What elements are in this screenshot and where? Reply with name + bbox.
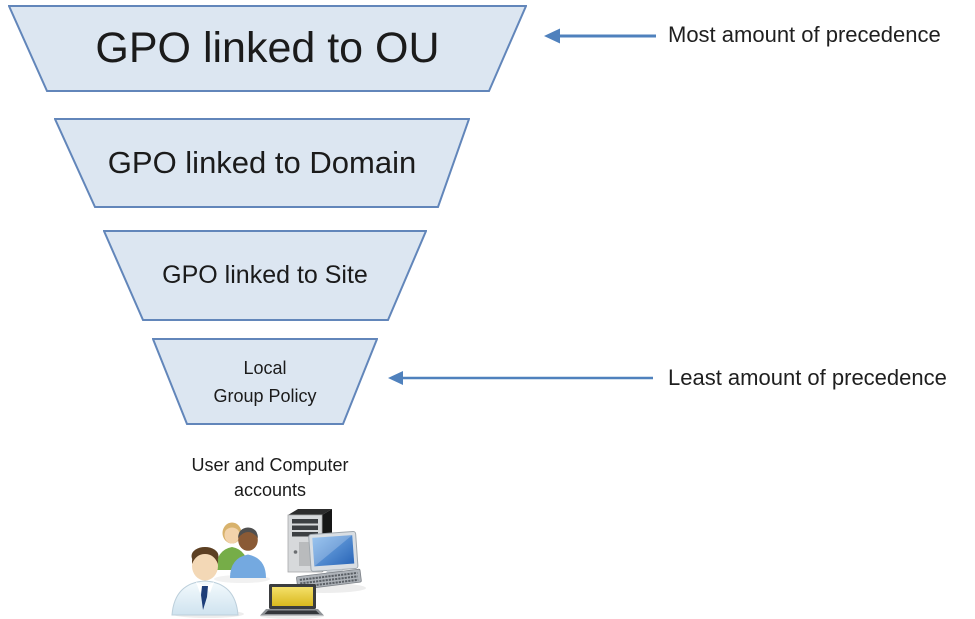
accounts-caption: User and Computer accounts xyxy=(191,455,349,500)
trapezoid-shape xyxy=(8,5,527,92)
funnel-level-gpo-ou: GPO linked to OU xyxy=(8,5,527,92)
left-arrow-icon xyxy=(388,371,403,385)
least-precedence-arrow xyxy=(388,371,653,385)
desktop-computer-icon xyxy=(287,509,362,590)
funnel-level-label: Local Group Policy xyxy=(213,357,317,406)
least-precedence-label: Least amount of precedence xyxy=(668,365,947,390)
businessman-icon xyxy=(171,547,239,616)
funnel-level-local-group-policy: Local Group Policy xyxy=(152,338,378,425)
user-group-icon xyxy=(216,522,266,578)
most-precedence-arrow xyxy=(544,28,656,44)
most-precedence-label: Most amount of precedence xyxy=(668,22,941,47)
left-arrow-icon xyxy=(544,28,560,44)
tie xyxy=(201,586,208,610)
trapezoid-shape xyxy=(152,338,378,425)
monitor xyxy=(308,531,359,579)
users-computers-clipart xyxy=(171,509,366,619)
funnel-level-label: GPO linked to OU xyxy=(95,24,440,72)
funnel-level-label: GPO linked to Domain xyxy=(107,145,417,180)
funnel-level-gpo-domain: GPO linked to Domain xyxy=(54,118,470,208)
trapezoid-shape xyxy=(103,230,427,321)
laptop-icon xyxy=(260,584,324,616)
trapezoid-shape xyxy=(54,118,470,208)
funnel-level-gpo-site: GPO linked to Site xyxy=(103,230,427,321)
funnel-level-label: GPO linked to Site xyxy=(162,261,368,289)
